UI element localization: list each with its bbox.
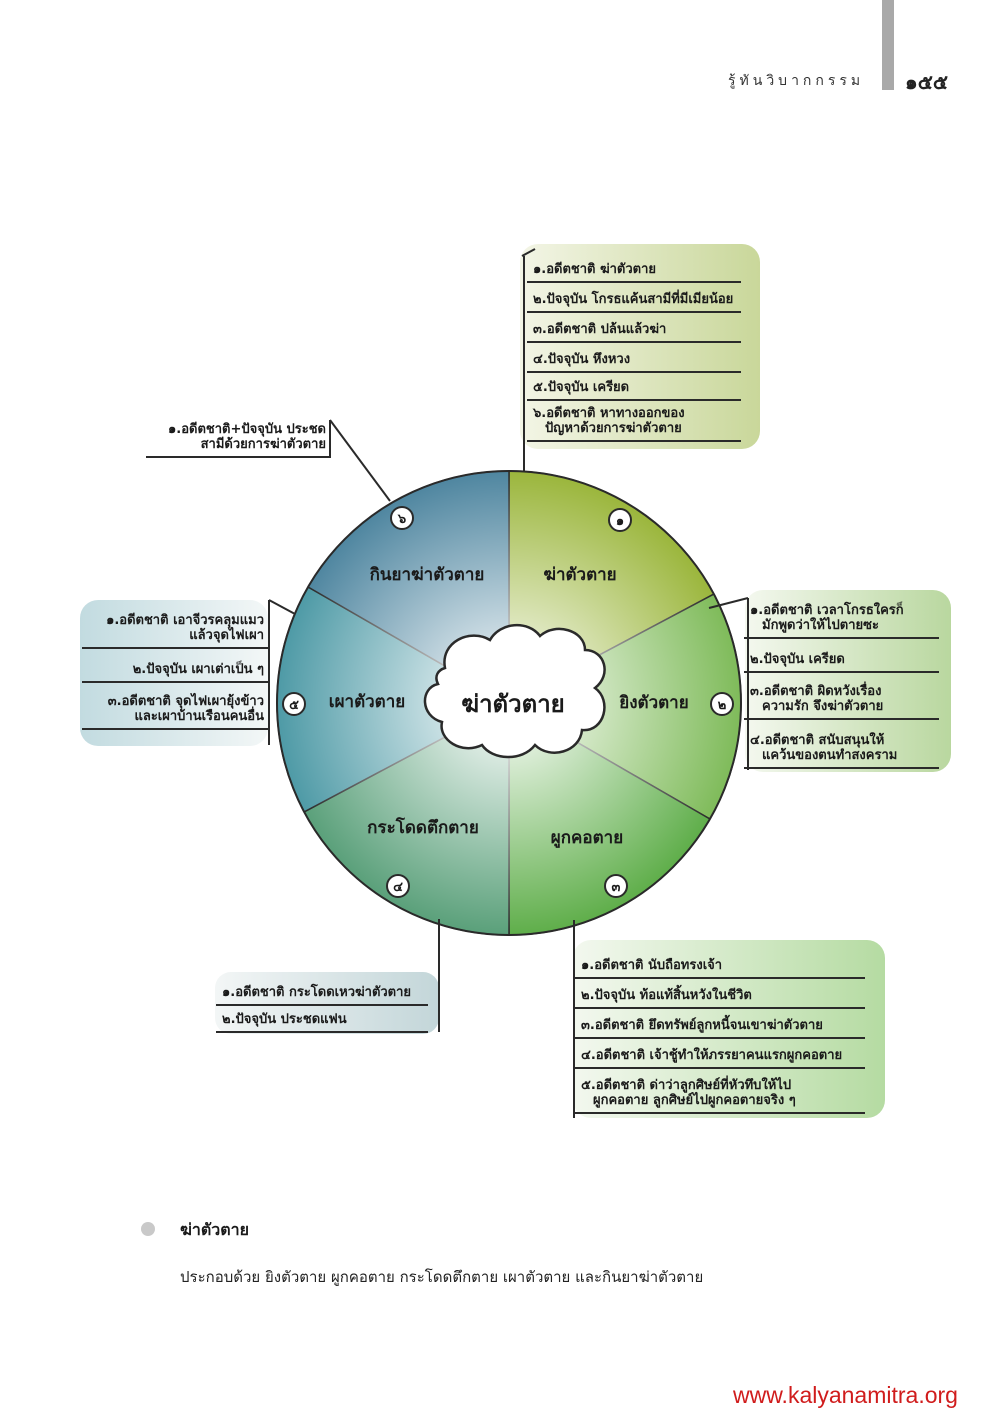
b1-item-1-line-1: ๑.อดีตชาติ ฆ่าตัวตาย [533, 262, 657, 277]
b2-item-4-line-2: แคว้นของตนทำสงคราม [762, 748, 898, 763]
box-2-bg [745, 590, 951, 772]
header-bar [882, 0, 894, 90]
b5-item-1-line-1: ๑.อดีตชาติ เอาจีวรคลุมแมว [106, 613, 264, 628]
connector-lines [268, 248, 749, 1118]
b5-item-1: ๑.อดีตชาติ เอาจีวรคลุมแมวแล้วจุดไฟเผา [82, 613, 264, 643]
caption-title: ฆ่าตัวตาย [180, 1220, 249, 1239]
b1-item-6: ๖.อดีตชาติ หาทางออกของปัญหาด้วยการฆ่าตัว… [533, 406, 685, 436]
b3-item-1: ๑.อดีตชาติ นับถือทรงเจ้า [581, 958, 722, 973]
b5-item-3: ๓.อดีตชาติ จุดไฟเผายุ้งข้าวและเผาบ้านเรื… [82, 694, 264, 724]
b1-item-4: ๔.ปัจจุบัน หึงหวง [533, 352, 630, 367]
b1-item-1: ๑.อดีตชาติ ฆ่าตัวตาย [533, 262, 656, 277]
segment-label-1: ฆ่าตัวตาย [543, 565, 616, 585]
b2-item-3: ๓.อดีตชาติ ผิดหวังเรื่องความรัก จึงฆ่าตั… [750, 684, 883, 714]
running-header-title: รู้ทันวิบากกรรม [728, 73, 865, 89]
wheel-outline [276, 470, 742, 936]
box-underlines [82, 281, 939, 1114]
b5-item-3-line-1: ๓.อดีตชาติ จุดไฟเผายุ้งข้าว [107, 694, 264, 709]
segment-number-badge-3 [604, 874, 628, 898]
b6-item-1-line-1: ๑.อดีตชาติ+ปัจจุบัน ประชด [168, 422, 326, 437]
footer-url: www.kalyanamitra.org [733, 1382, 958, 1408]
b2-item-1-line-1: ๑.อดีตชาติ เวลาโกรธใครก็ [750, 603, 904, 618]
box-1-bg [520, 244, 760, 449]
b3-item-1-line-1: ๑.อดีตชาติ นับถือทรงเจ้า [581, 958, 723, 973]
segment-label-6: กินยาฆ่าตัวตาย [370, 565, 485, 585]
b3-item-3: ๓.อดีตชาติ ยึดทรัพย์ลูกหนี้จนเขาฆ่าตัวตา… [581, 1018, 823, 1033]
b4-item-2: ๒.ปัจจุบัน ประชดแฟน [222, 1012, 347, 1027]
box-3-bg [573, 940, 885, 1118]
segment-number-badge-5 [282, 692, 306, 716]
segment-number-4: ๔ [393, 880, 403, 895]
segment-number-2: ๒ [718, 698, 727, 713]
b1-item-4-line-1: ๔.ปัจจุบัน หึงหวง [533, 352, 631, 367]
box-4-bg [215, 972, 439, 1034]
b1-item-2: ๒.ปัจจุบัน โกรธแค้นสามีที่มีเมียน้อย [533, 292, 733, 307]
b1-item-6-line-2: ปัญหาด้วยการฆ่าตัวตาย [545, 421, 682, 436]
b4-item-1-line-1: ๑.อดีตชาติ กระโดดเหวฆ่าตัวตาย [222, 985, 412, 1000]
b1-item-2-line-1: ๒.ปัจจุบัน โกรธแค้นสามีที่มีเมียน้อย [533, 292, 734, 307]
b5-item-3-line-2: และเผาบ้านเรือนคนอื่น [134, 709, 264, 724]
b1-item-5-line-1: ๕.ปัจจุบัน เครียด [533, 380, 630, 395]
b3-item-2: ๒.ปัจจุบัน ท้อแท้สิ้นหวังในชีวิต [581, 988, 752, 1003]
segment-number-5: ๕ [289, 698, 299, 713]
b4-item-2-line-1: ๒.ปัจจุบัน ประชดแฟน [222, 1012, 347, 1027]
segment-number-3: ๓ [612, 880, 621, 895]
b6-item-1: ๑.อดีตชาติ+ปัจจุบัน ประชดสามีด้วยการฆ่าต… [146, 422, 326, 452]
b3-item-2-line-1: ๒.ปัจจุบัน ท้อแท้สิ้นหวังในชีวิต [581, 988, 752, 1003]
b2-item-1: ๑.อดีตชาติ เวลาโกรธใครก็มักพูดว่าให้ไปตา… [750, 603, 904, 633]
caption-text: ประกอบด้วย ยิงตัวตาย ผูกคอตาย กระโดดตึกต… [180, 1268, 704, 1286]
b1-item-3: ๓.อดีตชาติ ปล้นแล้วฆ่า [533, 322, 666, 337]
segment-number-badge-4 [386, 874, 410, 898]
segment-number-badge-6 [390, 506, 414, 530]
b3-item-3-line-1: ๓.อดีตชาติ ยึดทรัพย์ลูกหนี้จนเขาฆ่าตัวตา… [581, 1018, 823, 1033]
b2-item-1-line-2: มักพูดว่าให้ไปตายซะ [762, 618, 879, 633]
center-label: ฆ่าตัวตาย [461, 690, 564, 718]
center-cloud [423, 623, 606, 759]
b1-item-6-line-1: ๖.อดีตชาติ หาทางออกของ [533, 406, 685, 421]
b2-item-3-line-1: ๓.อดีตชาติ ผิดหวังเรื่อง [750, 684, 882, 699]
b6-item-1-line-2: สามีด้วยการฆ่าตัวตาย [200, 437, 326, 452]
segment-number-badge-1 [608, 508, 632, 532]
bullet-dot [141, 1222, 155, 1236]
b3-item-5-line-2: ผูกคอตาย ลูกศิษย์ไปผูกคอตายจริง ๆ [593, 1093, 796, 1108]
b4-item-1: ๑.อดีตชาติ กระโดดเหวฆ่าตัวตาย [222, 985, 411, 1000]
b2-item-3-line-2: ความรัก จึงฆ่าตัวตาย [762, 699, 884, 714]
box-5-bg [80, 600, 268, 746]
page-number: ๑๕๕ [905, 70, 948, 94]
b3-item-4-line-1: ๔.อดีตชาติ เจ้าชู้ทำให้ภรรยาคนแรกผูกคอตา… [581, 1048, 843, 1063]
b5-item-2-line-1: ๒.ปัจจุบัน เผาเต่าเป็น ๆ [132, 662, 264, 677]
b5-item-2: ๒.ปัจจุบัน เผาเต่าเป็น ๆ [82, 662, 264, 677]
b1-item-3-line-1: ๓.อดีตชาติ ปล้นแล้วฆ่า [533, 322, 667, 337]
b3-item-5-line-1: ๕.อดีตชาติ ด่าว่าลูกศิษย์ที่หัวทึบให้ไป [581, 1078, 792, 1093]
b1-item-5: ๕.ปัจจุบัน เครียด [533, 380, 629, 395]
segment-number-1: ๑ [616, 514, 624, 529]
box-6-bg [140, 416, 330, 462]
segment-label-3: ผูกคอตาย [551, 828, 623, 849]
b3-item-4: ๔.อดีตชาติ เจ้าชู้ทำให้ภรรยาคนแรกผูกคอตา… [581, 1048, 842, 1063]
b5-item-1-line-2: แล้วจุดไฟเผา [189, 628, 264, 643]
b2-item-4: ๔.อดีตชาติ สนับสนุนให้แคว้นของตนทำสงคราม [750, 733, 897, 763]
segment-label-2: ยิงตัวตาย [619, 693, 688, 713]
b2-item-2-line-1: ๒.ปัจจุบัน เครียด [750, 652, 845, 667]
segment-label-5: เผาตัวตาย [329, 692, 405, 712]
segment-number-badge-2 [710, 692, 734, 716]
segment-number-6: ๖ [397, 512, 406, 527]
segment-label-4: กระโดดตึกตาย [367, 817, 479, 838]
b2-item-2: ๒.ปัจจุบัน เครียด [750, 652, 845, 667]
b2-item-4-line-1: ๔.อดีตชาติ สนับสนุนให้ [750, 733, 885, 748]
b3-item-5: ๕.อดีตชาติ ด่าว่าลูกศิษย์ที่หัวทึบให้ไปผ… [581, 1078, 796, 1108]
